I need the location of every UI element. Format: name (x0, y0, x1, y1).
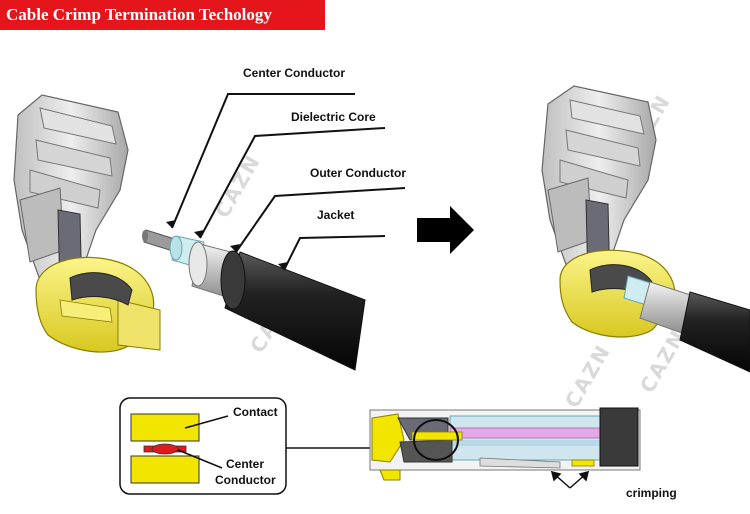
right-connector (541, 85, 750, 373)
label-center: Center (226, 457, 265, 471)
label-jacket: Jacket (317, 208, 355, 222)
crimping-arrows (550, 470, 590, 489)
inset-cross-section (119, 397, 420, 495)
label-dielectric-core: Dielectric Core (291, 110, 376, 124)
title-banner: Cable Crimp Termination Techology (0, 0, 325, 30)
right-arrow-icon (417, 206, 474, 254)
label-conductor: Conductor (215, 473, 276, 487)
label-center-conductor: Center Conductor (243, 66, 345, 80)
page-title: Cable Crimp Termination Techology (6, 5, 272, 24)
label-crimping: crimping (626, 486, 677, 500)
coax-cable (142, 229, 366, 371)
leader-lines (171, 93, 406, 271)
crimp-cross-section (369, 407, 641, 481)
label-contact: Contact (233, 405, 278, 419)
left-connector (13, 94, 161, 353)
label-outer-conductor: Outer Conductor (310, 166, 406, 180)
